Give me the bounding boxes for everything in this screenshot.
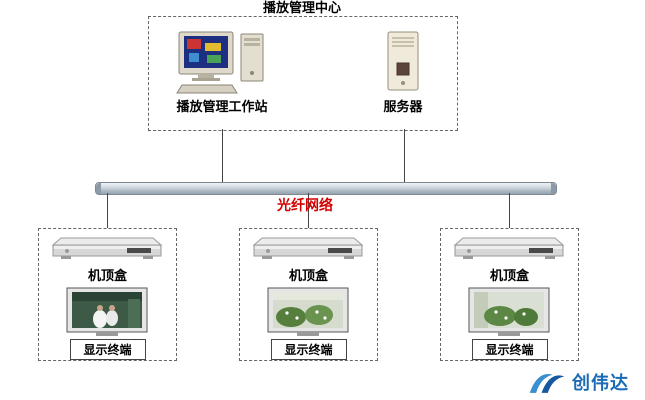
- set-top-box-icon: [453, 237, 565, 259]
- display-terminal-label: 显示终端: [270, 339, 347, 360]
- management-center-title: 播放管理中心: [262, 1, 341, 16]
- display-terminal-icon: [267, 287, 349, 336]
- connector-network-terminal-1: [107, 193, 108, 228]
- display-terminal-icon: [66, 287, 148, 336]
- workstation-label: 播放管理工作站: [176, 100, 268, 115]
- vendor-logo-icon: [529, 374, 565, 393]
- display-terminal-icon: [468, 287, 550, 336]
- terminal-group-3: 机顶盒 显示终端: [440, 228, 579, 361]
- set-top-box-icon: [252, 237, 364, 259]
- display-terminal-label: 显示终端: [69, 339, 146, 360]
- fiber-network-label: 光纤网络: [277, 198, 333, 214]
- server-icon: [387, 31, 419, 91]
- set-top-box-icon: [51, 237, 163, 259]
- fiber-network-bus: [95, 182, 557, 195]
- stb-label: 机顶盒: [489, 269, 529, 284]
- vendor-logo-text: 创伟达: [572, 373, 629, 394]
- stb-label: 机顶盒: [87, 269, 127, 284]
- connector-workstation-network: [222, 129, 223, 183]
- display-terminal-label: 显示终端: [471, 339, 548, 360]
- terminal-group-2: 机顶盒 显示终端: [239, 228, 378, 361]
- server-label: 服务器: [383, 100, 423, 115]
- connector-network-terminal-2: [308, 193, 309, 228]
- connector-network-terminal-3: [509, 193, 510, 228]
- connector-server-network: [404, 129, 405, 183]
- vendor-logo: 创伟达: [528, 369, 629, 395]
- workstation-computer-icon: [176, 31, 264, 94]
- management-center-box: [148, 16, 458, 131]
- terminal-group-1: 机顶盒 显示终端: [38, 228, 177, 361]
- stb-label: 机顶盒: [288, 269, 328, 284]
